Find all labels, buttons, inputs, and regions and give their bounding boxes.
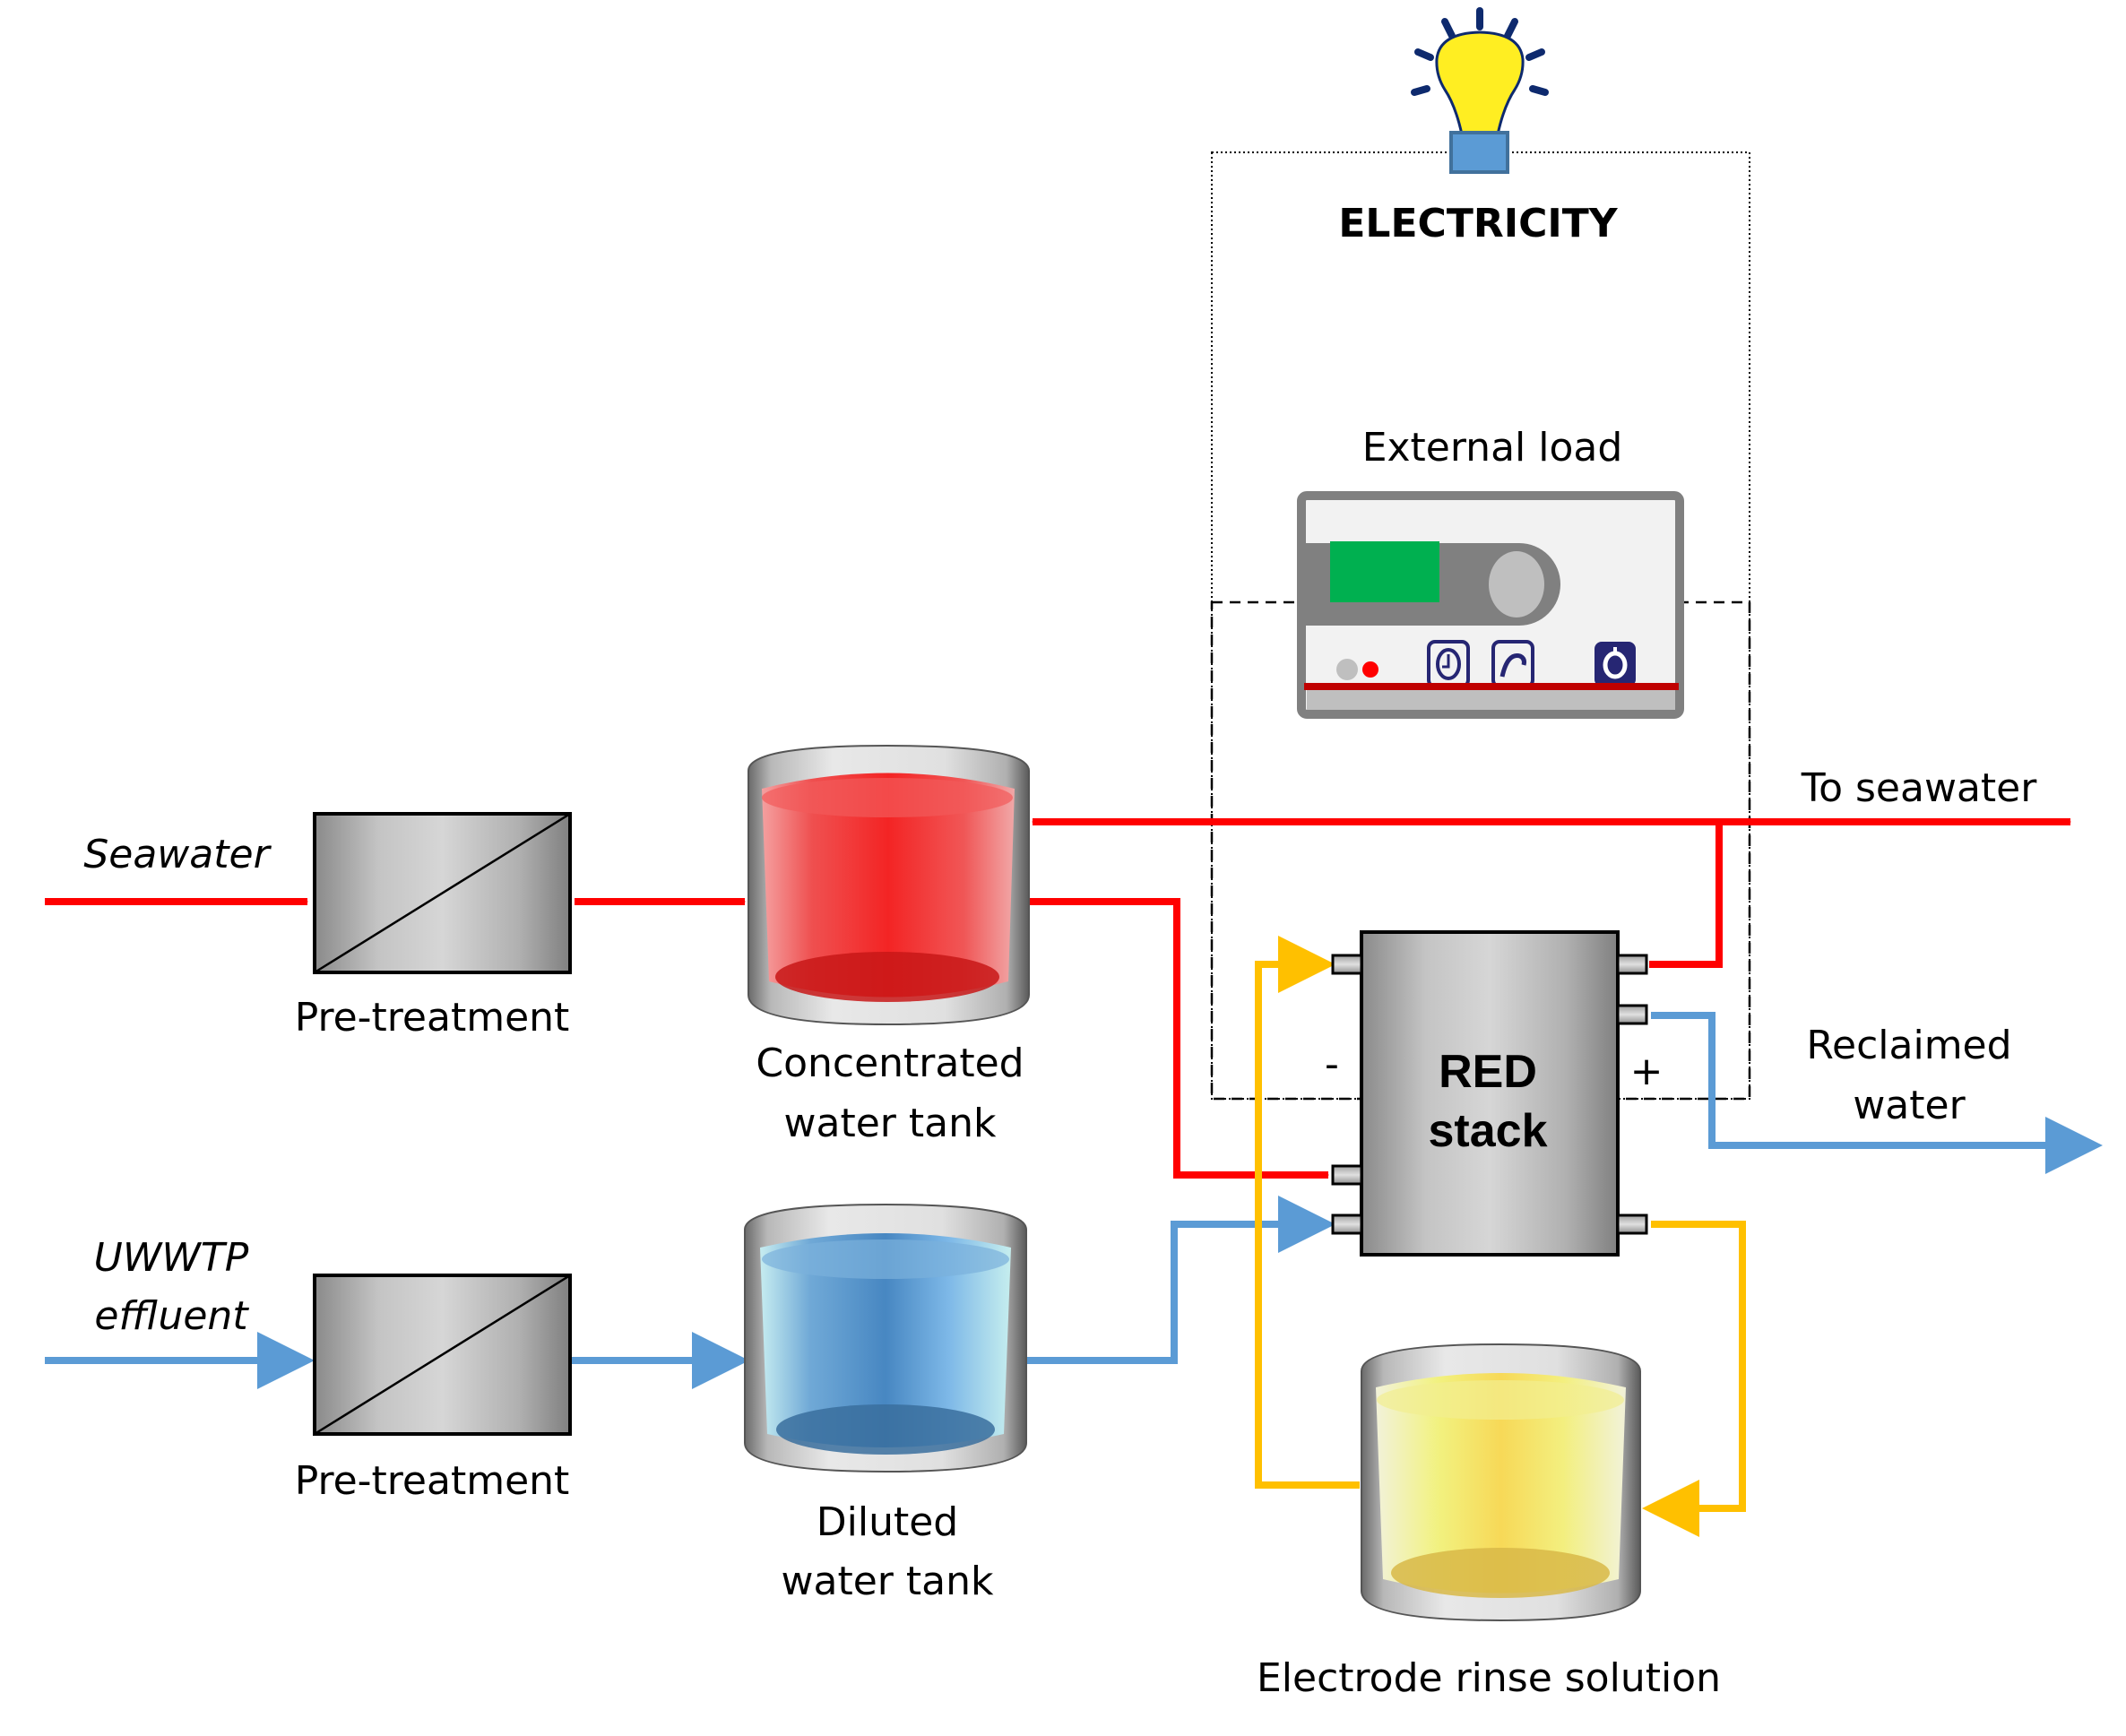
stack-port (1331, 1213, 1363, 1235)
concentrated-water-tank (748, 744, 1030, 1026)
light-bulb-icon (1411, 7, 1549, 174)
load-display (1330, 541, 1439, 602)
stack-port (1616, 1004, 1648, 1025)
uwwtp-label-line1: UWWTP (94, 1235, 249, 1281)
external-load-label: External load (1362, 425, 1623, 471)
red-stack-label-line2: stack (1429, 1105, 1548, 1157)
indicator-led-on (1362, 661, 1378, 678)
reclaimed-water-label-line2: water (1853, 1083, 1966, 1128)
uwwtp-label-line2: effluent (94, 1293, 249, 1339)
load-knob[interactable] (1489, 551, 1544, 618)
diluate-feed-line (1024, 1196, 1335, 1364)
reclaimed-water-label-line1: Reclaimed (1806, 1023, 2011, 1068)
electrode-rinse-tank (1361, 1343, 1641, 1622)
pretreatment-label-2: Pre-treatment (295, 1458, 570, 1504)
external-load-device (1297, 491, 1684, 719)
indicator-led-off (1336, 659, 1358, 680)
ramp-icon[interactable] (1491, 640, 1534, 688)
pretreatment-unit-seawater (313, 812, 572, 974)
concentrate-outlet-line (1649, 818, 2071, 968)
seawater-label: Seawater (83, 832, 272, 877)
red-stack-label-line1: RED (1439, 1046, 1537, 1098)
rinse-return-line (1642, 1221, 1746, 1537)
concentrate-feed-line (1028, 898, 1329, 1179)
power-icon[interactable] (1594, 642, 1636, 687)
electrode-rinse-label: Electrode rinse solution (1257, 1655, 1721, 1701)
concentrated-tank-label-line1: Concentrated (756, 1041, 1024, 1086)
diluted-water-tank (744, 1203, 1027, 1473)
to-seawater-label: To seawater (1801, 765, 2038, 811)
stack-port (1616, 1213, 1648, 1235)
diluted-tank-label-line2: water tank (782, 1559, 994, 1604)
load-red-stripe (1304, 683, 1679, 690)
stack-port (1331, 1164, 1363, 1186)
reclaimed-water-line (1651, 1012, 2103, 1174)
stack-port (1616, 954, 1648, 975)
concentrated-tank-label-line2: water tank (784, 1101, 997, 1146)
pretreatment-unit-effluent (313, 1274, 572, 1436)
red-stack (1331, 930, 1648, 1257)
pretreatment-label-1: Pre-treatment (295, 995, 570, 1041)
diluted-tank-label-line1: Diluted (817, 1499, 958, 1545)
negative-terminal-label: - (1325, 1041, 1339, 1087)
timer-icon[interactable] (1427, 640, 1470, 688)
rinse-feed-line (1255, 936, 1360, 1489)
electricity-label: ELECTRICITY (1338, 201, 1618, 246)
stack-port (1331, 954, 1363, 975)
positive-terminal-label: + (1630, 1049, 1664, 1094)
